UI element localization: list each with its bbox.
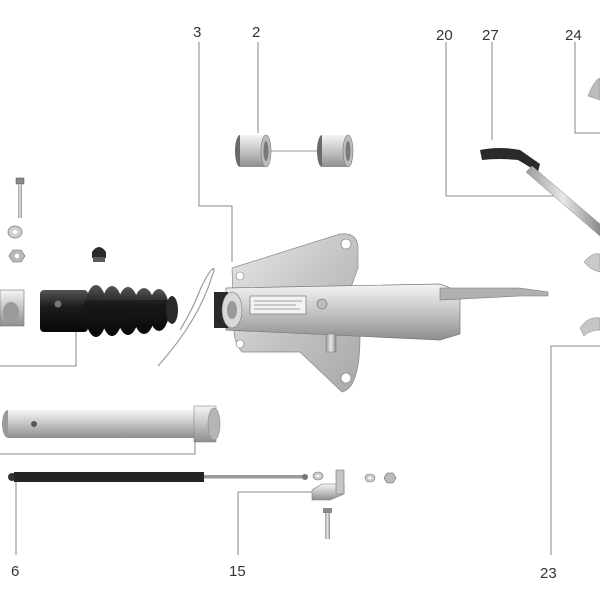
part-number-23: 23 xyxy=(540,565,557,582)
part-number-27: 27 xyxy=(482,27,499,44)
rubber-bellows-boot xyxy=(40,285,178,337)
leader-line-15 xyxy=(237,491,318,555)
nut-small xyxy=(8,249,26,263)
washer-small xyxy=(7,225,23,239)
hook-part xyxy=(587,77,600,101)
part-number-2: 2 xyxy=(252,24,260,41)
bushing-pair xyxy=(235,134,354,168)
leader-line-23 xyxy=(550,345,600,555)
cap-nut xyxy=(92,247,106,262)
coupling-head-fragment xyxy=(0,289,25,327)
part-number-24: 24 xyxy=(565,27,582,44)
bushing-left xyxy=(235,134,272,168)
leader-line-boot xyxy=(0,330,77,367)
leader-line-24 xyxy=(574,42,600,134)
bracket-assembly xyxy=(311,469,397,539)
leader-line-3 xyxy=(198,42,233,262)
bushing-right xyxy=(317,134,354,168)
leader-line-20 xyxy=(445,42,560,197)
jockey-wheel-clamp-assembly xyxy=(214,233,549,393)
lever-rod xyxy=(439,287,549,301)
leader-line-tube xyxy=(0,440,196,455)
part-number-3: 3 xyxy=(193,24,201,41)
part-number-labels: 3 2 20 27 24 6 15 23 xyxy=(11,24,582,582)
inner-tube xyxy=(2,405,221,443)
part-number-20: 20 xyxy=(436,27,453,44)
cable-tie xyxy=(157,267,215,367)
gas-spring xyxy=(8,472,308,482)
part-number-15: 15 xyxy=(229,563,246,580)
crank-handle xyxy=(480,148,600,273)
part-number-6: 6 xyxy=(11,563,19,580)
bolt-vertical xyxy=(15,177,25,218)
leader-lines xyxy=(0,42,600,555)
clamp-piece xyxy=(579,317,600,337)
